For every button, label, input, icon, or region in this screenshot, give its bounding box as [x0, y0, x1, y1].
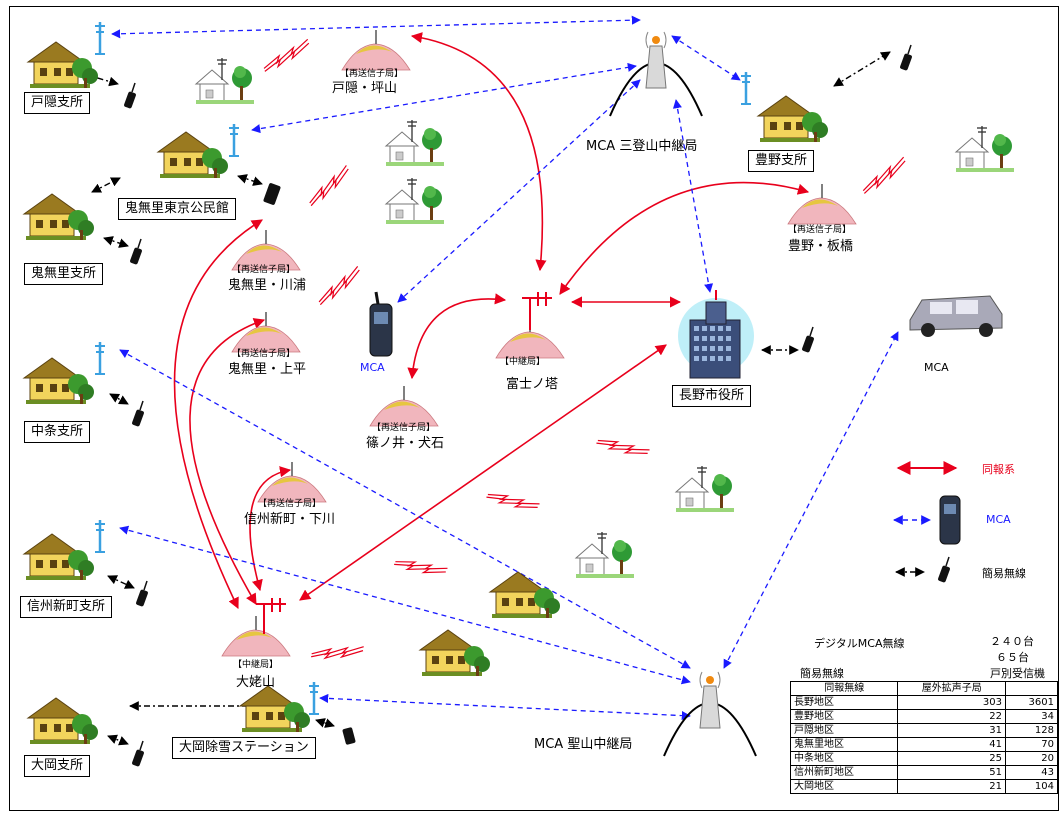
office-toyono: 豊野支所 — [748, 150, 815, 173]
office-city-hall: 長野市役所 — [672, 385, 752, 408]
table-cell: 戸隠地区 — [789, 723, 899, 738]
phone-icon — [342, 727, 356, 745]
table-cell: 303 — [897, 695, 1006, 710]
house-icon — [27, 41, 99, 89]
table-cell: 鬼無里地区 — [789, 737, 899, 752]
office-oka-snow: 大岡除雪ステーション — [172, 737, 316, 760]
table-cell: 51 — [897, 765, 1006, 780]
link-oubasuteyama-cityhall — [299, 344, 667, 601]
house-icon — [157, 131, 229, 179]
legend-broadcast-label: 同報系 — [982, 463, 1015, 476]
table-cell: 41 — [897, 737, 1006, 752]
repeater-tag: 【再送信子局】 — [258, 499, 322, 509]
repeater-tag: 【再送信子局】 — [788, 225, 852, 235]
office-nakajo: 中条支所 — [24, 421, 91, 444]
table-header: 同報無線 — [789, 681, 899, 696]
link-fujinoto-toyono — [559, 181, 810, 295]
repeater-kinasa-kamidaira: 鬼無里・上平 — [228, 362, 307, 377]
mca-tower-icon — [663, 671, 757, 757]
summary-simple-label: 簡易無線 — [800, 667, 844, 680]
repeater-shinshushinmachi-shimokawa: 信州新町・下川 — [244, 512, 336, 527]
mca-handset-icon — [369, 291, 393, 357]
table-cell: 43 — [1004, 765, 1059, 780]
summary-household-label: 戸別受信機 — [990, 667, 1045, 680]
relay-mca-mitoyama: MCA 三登山中継局 — [586, 139, 698, 154]
legend-mca-label: MCA — [986, 513, 1011, 526]
house-icon — [489, 571, 561, 619]
table-cell: 34 — [1004, 709, 1059, 724]
mca-tower-icon — [609, 31, 703, 117]
table-cell: 22 — [897, 709, 1006, 724]
legend-mca-handset-icon — [939, 495, 961, 545]
house-icon — [239, 685, 311, 733]
relay-oubasuteyama-tag: 【中継局】 — [233, 660, 279, 670]
link-fujinoto-shinonoi — [407, 293, 507, 380]
house-icon — [419, 629, 491, 677]
repeater-toyono-itabashi: 豊野・板橋 — [788, 239, 854, 254]
table-cell: 大岡地区 — [789, 779, 899, 794]
table-cell: 128 — [1004, 723, 1059, 738]
table-header-row: 同報無線 屋外拡声子局 — [789, 681, 1059, 696]
table-cell: 長野地区 — [789, 695, 899, 710]
relay-fujinoto-tag: 【中継局】 — [500, 357, 546, 367]
relay-fujinoto: 富士ノ塔 — [506, 377, 559, 392]
city-hall-icon — [678, 290, 754, 379]
summary-digital-mca-label: デジタルMCA無線 — [814, 637, 905, 650]
legend-simple-label: 簡易無線 — [982, 567, 1026, 580]
table-header — [1004, 681, 1059, 696]
summary-digital-mca-count: ２４０台 — [990, 635, 1034, 648]
relay-oubasuteyama: 大姥山 — [236, 675, 276, 690]
office-kinasa: 鬼無里支所 — [24, 263, 104, 286]
repeater-tag: 【再送信子局】 — [232, 265, 296, 275]
relay-mca-hijiri: MCA 聖山中継局 — [534, 737, 633, 752]
repeater-tag: 【再送信子局】 — [372, 423, 436, 433]
table-cell: 豊野地区 — [789, 709, 899, 724]
table-cell: 21 — [897, 779, 1006, 794]
office-shinshushinmachi: 信州新町支所 — [20, 596, 113, 619]
house-icon — [757, 95, 829, 143]
table-cell: 中条地区 — [789, 751, 899, 766]
table-cell: 104 — [1004, 779, 1059, 794]
vehicle-icon — [909, 295, 1003, 337]
office-kinasa-tokyo: 鬼無里東京公民館 — [118, 198, 237, 221]
table-cell: 31 — [897, 723, 1006, 738]
repeater-kinasa-kawaura: 鬼無里・川浦 — [228, 278, 307, 293]
table-cell: 25 — [897, 751, 1006, 766]
house-icon — [23, 357, 95, 405]
table-cell: 20 — [1004, 751, 1059, 766]
table-header: 屋外拡声子局 — [897, 681, 1006, 696]
repeater-shinonoi-inuishi: 篠ノ井・犬石 — [366, 436, 445, 451]
house-icon — [27, 697, 99, 745]
mca-vehicle-label: MCA — [924, 361, 949, 374]
summary-simple-count: ６５台 — [996, 651, 1029, 664]
table-cell: 70 — [1004, 737, 1059, 752]
table-cell: 信州新町地区 — [789, 765, 899, 780]
house-icon — [23, 193, 95, 241]
diagram-frame — [9, 6, 1059, 811]
repeater-tag: 【再送信子局】 — [232, 349, 296, 359]
office-togakushi: 戸隠支所 — [24, 92, 91, 115]
repeater-togakushi-tsuboyama: 戸隠・坪山 — [332, 81, 398, 96]
office-oka: 大岡支所 — [24, 755, 91, 778]
table-cell: 3601 — [1004, 695, 1059, 710]
phone-icon — [263, 183, 281, 205]
mca-handset-label: MCA — [360, 361, 385, 374]
house-icon — [23, 533, 95, 581]
repeater-tag: 【再送信子局】 — [340, 69, 404, 79]
